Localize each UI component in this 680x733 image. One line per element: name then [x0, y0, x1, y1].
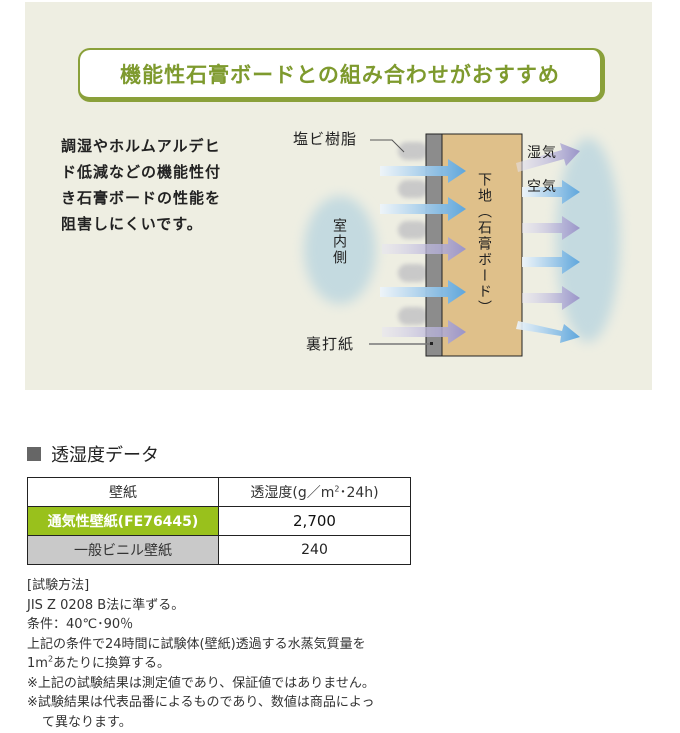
table-row: 一般ビニル壁紙 240: [27, 535, 411, 565]
intro-line: 阻害しにくいです。: [61, 215, 203, 233]
feature-title: 機能性石膏ボードとの組み合わせがおすすめ: [120, 62, 560, 87]
label-substrate: 下地（石膏ボード）: [476, 172, 492, 316]
left-arrows: [380, 159, 466, 344]
indoor-cloud: [304, 196, 376, 304]
wallpaper-name: 通気性壁紙(FE76445): [27, 506, 219, 536]
notes-disclaimer: て異なります。: [42, 714, 132, 730]
header-wallpaper: 壁紙: [27, 477, 219, 507]
permeability-table: 壁紙 透湿度(g／m2･24h) 通気性壁紙(FE76445) 2,700 一般…: [27, 477, 411, 565]
permeability-value: 2,700: [218, 506, 411, 536]
table-header-row: 壁紙 透湿度(g／m2･24h): [27, 477, 411, 507]
notes-disclaimer: ※試験結果は代表品番によるものであり、数値は商品によっ: [27, 695, 375, 710]
permeability-value: 240: [218, 535, 411, 565]
right-arrows: [516, 143, 580, 343]
square-bullet-icon: [27, 447, 41, 461]
wallpaper-name: 一般ビニル壁紙: [27, 535, 219, 565]
label-air: 空気: [527, 179, 557, 195]
label-pvc-resin: 塩ビ樹脂: [293, 130, 358, 148]
wall-permeability-diagram: [304, 133, 620, 357]
label-moisture: 湿気: [527, 145, 557, 161]
label-indoor-side: 室内側: [331, 218, 347, 266]
notes-line: 1m2あたりに換算する。: [27, 654, 171, 671]
notes-line: JIS Z 0208 B法に準ずる。: [27, 597, 185, 613]
test-method-notes: [試験方法] JIS Z 0208 B法に準ずる。 条件：40℃･90％ 上記の…: [27, 576, 375, 732]
substrate-cloud: [556, 138, 620, 342]
intro-line: 調湿やホルムアルデヒ: [61, 137, 221, 155]
section-heading: 透湿度データ: [27, 441, 159, 467]
intro-line: き石膏ボードの性能を: [61, 189, 222, 207]
intro-text: 調湿やホルムアルデヒ ド低減などの機能性付 き石膏ボードの性能を 阻害しにくいで…: [61, 133, 271, 237]
pvc-leader-line: [370, 139, 405, 153]
feature-title-box: 機能性石膏ボードとの組み合わせがおすすめ: [78, 48, 605, 102]
header-permeability: 透湿度(g／m2･24h): [218, 477, 411, 507]
table-row: 通気性壁紙(FE76445) 2,700: [27, 506, 411, 536]
notes-line: 上記の条件で24時間に試験体(壁紙)透過する水蒸気質量を: [27, 636, 366, 652]
label-backing-paper: 裏打紙: [306, 335, 355, 353]
notes-disclaimer: ※上記の試験結果は測定値であり、保証値ではありません。: [27, 675, 375, 691]
notes-heading: [試験方法]: [27, 578, 90, 593]
section-title-text: 透湿度データ: [51, 445, 159, 466]
pvc-resin-bumps: [398, 142, 428, 325]
intro-line: ド低減などの機能性付: [61, 163, 222, 181]
notes-line: 条件：40℃･90％: [27, 617, 134, 632]
